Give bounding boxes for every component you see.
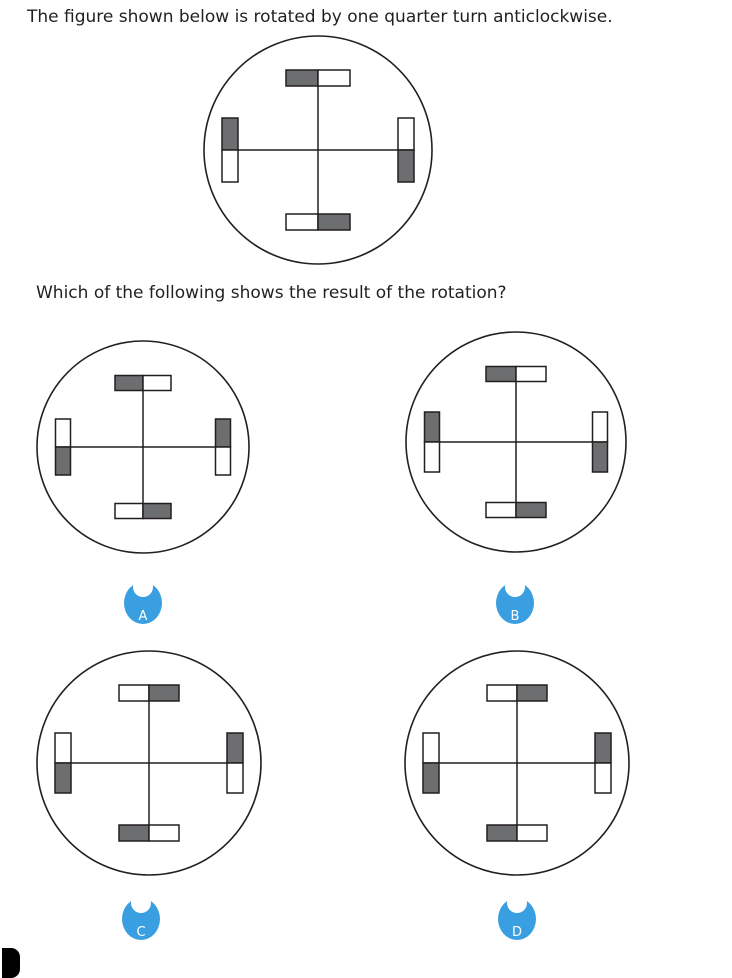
option-a-figure	[36, 340, 250, 554]
original-figure-left-box	[221, 117, 239, 183]
option-d-figure-right-box-top-cell	[594, 732, 612, 764]
option-c-figure-left-box-top-cell	[54, 732, 72, 764]
original-figure-top-box-right-cell	[317, 69, 351, 87]
original-figure-bottom-box-left-cell	[285, 213, 319, 231]
option-c-figure-bottom-box-left-cell	[118, 824, 150, 842]
option-b-figure-left-box	[423, 411, 441, 473]
option-d-figure-top-box-right-cell	[516, 684, 548, 702]
option-d-figure-top-box-left-cell	[486, 684, 518, 702]
question-statement: The figure shown below is rotated by one…	[27, 7, 613, 27]
option-c-figure-right-box	[226, 732, 244, 794]
option-a-figure-right-box-top-cell	[214, 418, 232, 448]
option-a-figure-bottom-box-right-cell	[142, 502, 172, 520]
option-c-figure-bottom-box-right-cell	[148, 824, 180, 842]
option-d-figure-bottom-box-left-cell	[486, 824, 518, 842]
option-a-figure-top-box-left-cell	[114, 374, 144, 392]
original-figure-top-box	[285, 69, 351, 87]
option-a-figure-bottom-box	[114, 502, 172, 520]
original-figure-left-box-top-cell	[221, 117, 239, 151]
option-b-figure-left-box-bottom-cell	[423, 441, 441, 473]
option-c-figure-top-box-left-cell	[118, 684, 150, 702]
option-d-figure-top-box	[486, 684, 548, 702]
option-c-figure-right-box-bottom-cell	[226, 762, 244, 794]
option-c-figure-left-box	[54, 732, 72, 794]
option-c-figure-bottom-box	[118, 824, 180, 842]
option-a-figure-left-box	[54, 418, 72, 476]
original-figure-right-box	[397, 117, 415, 183]
original-figure-top-box-left-cell	[285, 69, 319, 87]
option-d-figure	[404, 650, 630, 876]
option-b-letter: B	[511, 609, 520, 624]
original-figure	[203, 35, 433, 265]
option-d-figure-right-box-bottom-cell	[594, 762, 612, 794]
option-b-figure-right-box-bottom-cell	[591, 441, 609, 473]
option-b-figure	[405, 331, 627, 553]
original-figure-bottom-box	[285, 213, 351, 231]
option-b-figure-right-box	[591, 411, 609, 473]
option-b-figure-bottom-box	[485, 501, 547, 519]
option-d-badge[interactable]: D	[497, 893, 537, 940]
option-a-figure-bottom-box-left-cell	[114, 502, 144, 520]
option-b-figure-top-box-right-cell	[515, 365, 547, 383]
option-a-figure-left-box-top-cell	[54, 418, 72, 448]
option-a-figure-top-box-right-cell	[142, 374, 172, 392]
option-c-letter: C	[136, 925, 145, 940]
option-d-figure-bottom-box	[486, 824, 548, 842]
option-d-figure-right-box	[594, 732, 612, 794]
option-b-figure-bottom-box-left-cell	[485, 501, 517, 519]
original-figure-bottom-box-right-cell	[317, 213, 351, 231]
option-b-figure-right-box-top-cell	[591, 411, 609, 443]
option-c-figure-top-box-right-cell	[148, 684, 180, 702]
option-d-figure-left-box-top-cell	[422, 732, 440, 764]
option-b-figure-left-box-top-cell	[423, 411, 441, 443]
question-prompt: Which of the following shows the result …	[36, 283, 507, 303]
page-corner-mark	[2, 948, 20, 978]
option-d-figure-left-box	[422, 732, 440, 794]
option-c-figure-right-box-top-cell	[226, 732, 244, 764]
original-figure-left-box-bottom-cell	[221, 149, 239, 183]
option-b-figure-bottom-box-right-cell	[515, 501, 547, 519]
option-a-figure-left-box-bottom-cell	[54, 446, 72, 476]
option-a-letter: A	[139, 609, 148, 624]
option-b-badge[interactable]: B	[495, 577, 535, 624]
original-figure-right-box-top-cell	[397, 117, 415, 151]
option-b-figure-top-box-left-cell	[485, 365, 517, 383]
option-c-figure-left-box-bottom-cell	[54, 762, 72, 794]
option-c-figure	[36, 650, 262, 876]
option-b-figure-top-box	[485, 365, 547, 383]
option-d-figure-left-box-bottom-cell	[422, 762, 440, 794]
option-c-badge[interactable]: C	[121, 893, 161, 940]
option-d-letter: D	[512, 925, 522, 940]
option-d-figure-bottom-box-right-cell	[516, 824, 548, 842]
option-a-figure-right-box-bottom-cell	[214, 446, 232, 476]
option-c-figure-top-box	[118, 684, 180, 702]
option-a-badge[interactable]: A	[123, 577, 163, 624]
option-a-figure-right-box	[214, 418, 232, 476]
original-figure-right-box-bottom-cell	[397, 149, 415, 183]
option-a-figure-top-box	[114, 374, 172, 392]
